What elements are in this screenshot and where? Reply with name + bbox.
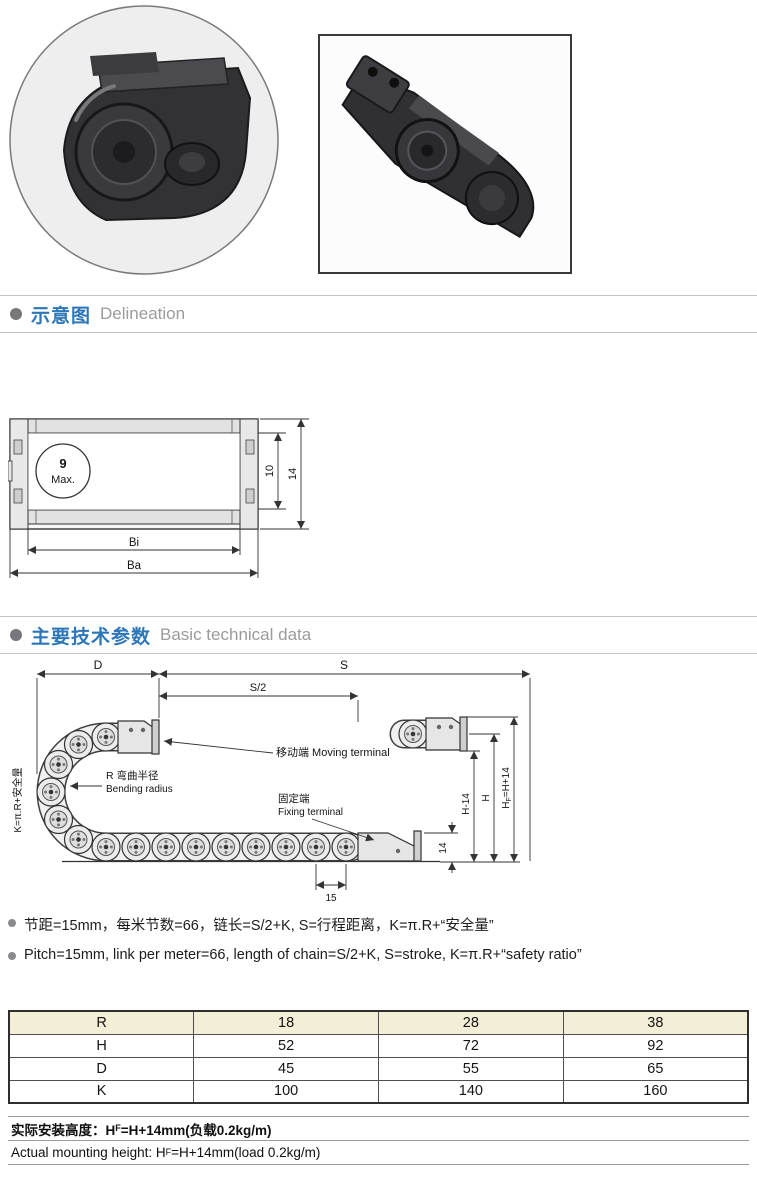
cross-section-drawing: 9 Max. 10 14 Bi Ba — [8, 418, 309, 578]
dim-label-hf: HF=H+14 — [501, 767, 513, 809]
cable-ball: 9 Max. — [35, 443, 91, 499]
dim-label-d: D — [94, 658, 103, 672]
table-cell: 55 — [378, 1056, 564, 1081]
footer-zh-prefix: 实际安装高度：H — [11, 1122, 116, 1138]
section-title-zh: 主要技术参数 — [31, 626, 152, 648]
section-bullet-icon — [10, 308, 22, 320]
dim-label-14: 14 — [438, 842, 449, 854]
dim-label-bi: Bi — [129, 537, 139, 549]
note-line-en: Pitch=15mm, link per meter=66, length of… — [8, 947, 749, 963]
table-cell: 100 — [193, 1079, 379, 1104]
note-text-en: Pitch=15mm, link per meter=66, length of… — [24, 947, 582, 963]
dim-label-h: H — [481, 794, 492, 801]
section-header-technical-data: 主要技术参数 Basic technical data — [0, 616, 757, 654]
fixing-terminal-label-en: Fixing terminal — [278, 807, 343, 818]
table-row-h: H 52 72 92 — [8, 1033, 749, 1058]
product-photo-angle-illustration — [320, 36, 570, 272]
product-photo-angle — [318, 34, 572, 274]
bending-radius-label-zh: R 弯曲半径 — [106, 769, 159, 782]
ball-max-label: Max. — [51, 474, 75, 486]
table-cell: K — [8, 1079, 195, 1104]
dim-label-ba: Ba — [127, 560, 142, 572]
table-row-d: D 45 55 65 — [8, 1056, 749, 1081]
spec-table: R 18 28 38 H 52 72 92 D 45 55 65 K 100 1… — [8, 1010, 749, 1104]
dim-label-outer-height: 14 — [287, 468, 299, 480]
hf-rest: =H+14 — [501, 767, 512, 797]
dim-label-h-minus-14: H-14 — [461, 793, 472, 815]
dim-label-s-half: S/2 — [250, 682, 267, 694]
fixing-terminal — [357, 830, 422, 862]
moving-terminal-far-position — [389, 716, 468, 752]
chain-bend-diagram: D S S/2 移动端 Moving terminal R 弯曲半径 Bendi… — [11, 658, 531, 904]
moving-terminal-label: 移动端 Moving terminal — [276, 746, 390, 759]
section-title-en: Basic technical data — [160, 625, 312, 644]
chain-links — [36, 722, 361, 862]
table-cell: 52 — [193, 1033, 379, 1058]
fixing-terminal-label-zh: 固定端 — [278, 792, 310, 805]
footer-en-subscript: F — [165, 1147, 172, 1157]
table-cell: D — [8, 1056, 195, 1081]
footer-zh-suffix: =H+14mm(负载0.2kg/m) — [120, 1122, 272, 1138]
hf-main: H — [501, 802, 512, 809]
table-cell: 65 — [562, 1056, 749, 1081]
bullet-icon — [8, 919, 16, 927]
table-cell: 28 — [378, 1010, 564, 1035]
section-title-zh: 示意图 — [31, 305, 92, 327]
product-photo-closeup-illustration — [9, 5, 279, 275]
bending-radius-label-en: Bending radius — [106, 784, 173, 795]
table-cell: 18 — [193, 1010, 379, 1035]
dim-label-inner-height: 10 — [264, 465, 276, 477]
hf-subscript: F — [506, 797, 513, 801]
product-photo-closeup — [6, 2, 282, 278]
ball-diameter-label: 9 — [59, 456, 66, 471]
footer-en-prefix: Actual mounting height: H — [11, 1145, 166, 1160]
table-cell: 45 — [193, 1056, 379, 1081]
chain-link-angled — [341, 55, 535, 239]
chain-link-closeup — [62, 52, 252, 222]
dimension-lines — [36, 670, 531, 890]
table-cell: 38 — [562, 1010, 749, 1035]
moving-terminal — [117, 719, 160, 755]
table-cell: 140 — [378, 1079, 564, 1104]
table-row-r: R 18 28 38 — [8, 1010, 749, 1035]
section-bullet-icon — [10, 629, 22, 641]
table-cell: R — [8, 1010, 195, 1035]
bullet-icon — [8, 952, 16, 960]
table-cell: 160 — [562, 1079, 749, 1104]
note-line-zh: 节距=15mm，每米节数=66，链长=S/2+K, S=行程距离，K=π.R+“… — [8, 914, 749, 935]
k-formula-label: K=π.R+安全量 — [11, 767, 24, 832]
note-text-zh: 节距=15mm，每米节数=66，链长=S/2+K, S=行程距离，K=π.R+“… — [24, 918, 494, 934]
footer-en-suffix: =H+14mm(load 0.2kg/m) — [171, 1145, 321, 1160]
table-cell: H — [8, 1033, 195, 1058]
section-title-en: Delineation — [100, 304, 186, 323]
table-cell: 72 — [378, 1033, 564, 1058]
table-row-k: K 100 140 160 — [8, 1079, 749, 1104]
cross-section-dimensions — [9, 418, 309, 578]
section-header-delineation: 示意图 Delineation — [0, 295, 757, 333]
footer-zh-subscript: F — [115, 1123, 121, 1133]
dim-label-15: 15 — [325, 893, 337, 904]
dim-label-s: S — [340, 658, 348, 672]
table-cell: 92 — [562, 1033, 749, 1058]
